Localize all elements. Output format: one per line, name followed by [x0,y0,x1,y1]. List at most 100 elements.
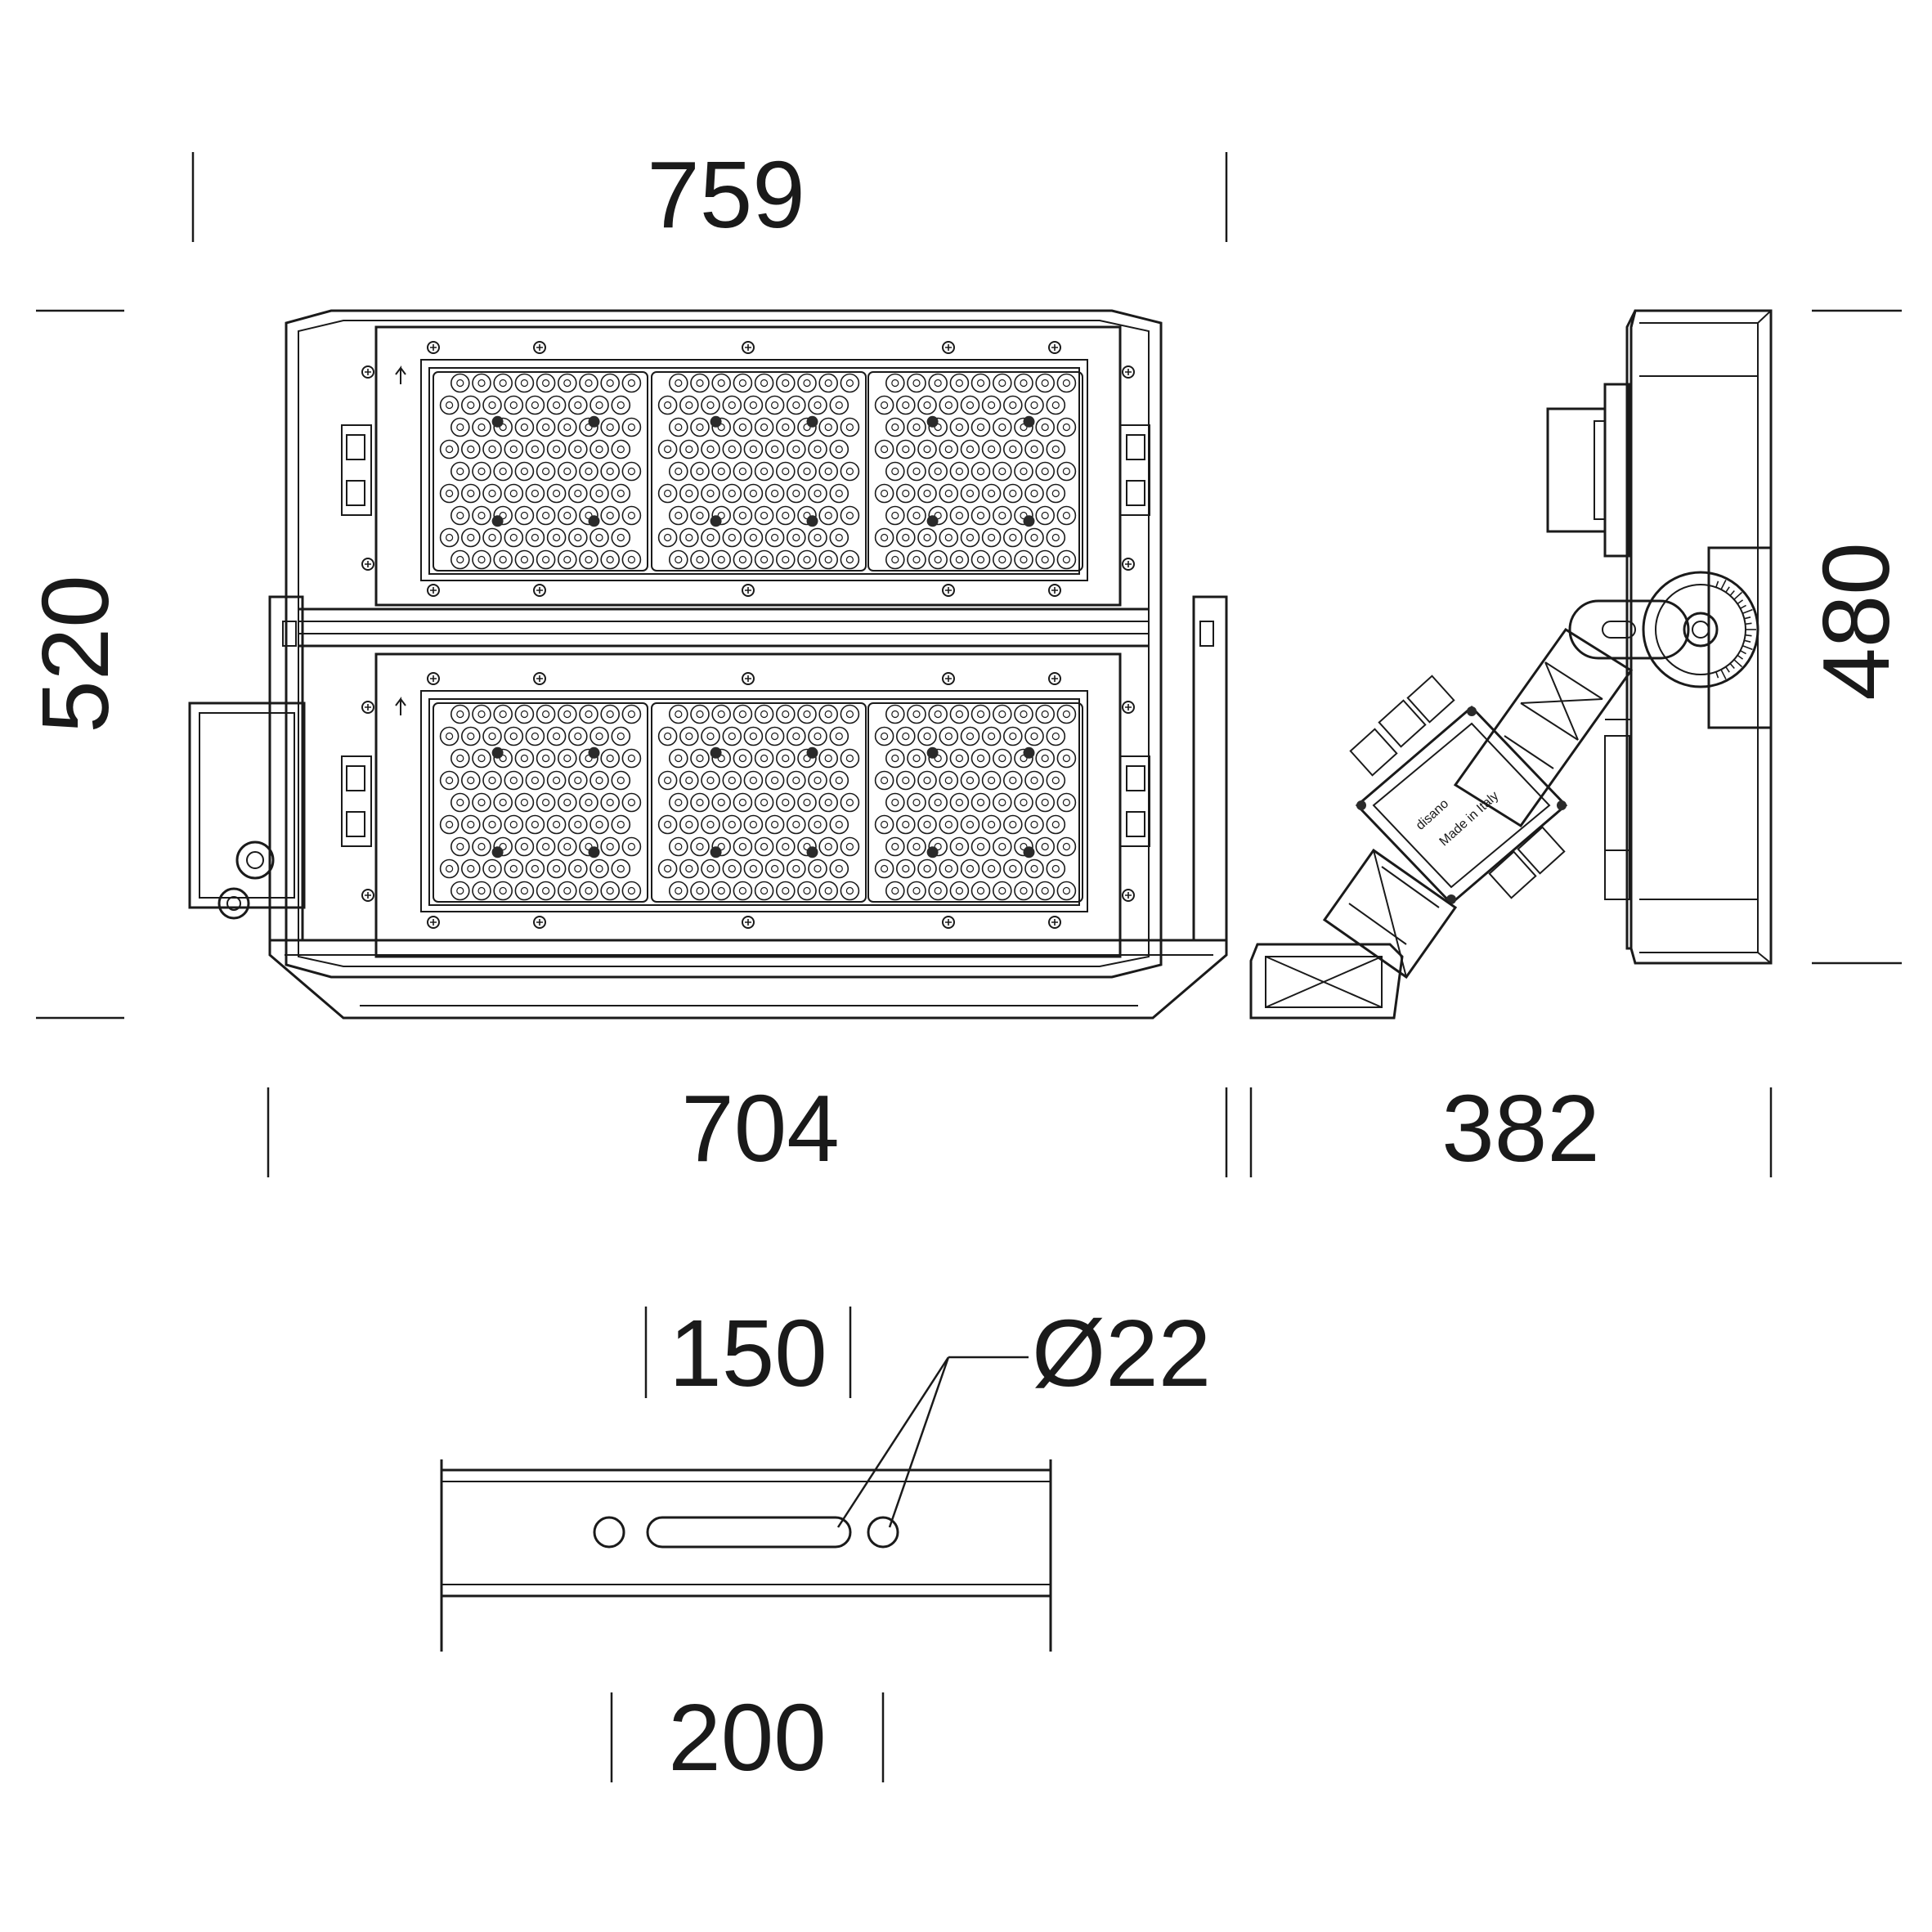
led-lens-core [891,511,899,520]
led-module [433,702,648,903]
frame-screw [361,701,374,714]
led-lens-core [574,489,582,498]
led-lens-core [880,401,889,410]
led-lens-core [477,423,486,432]
led-lens-core [585,379,593,388]
module-screw [710,746,722,759]
led-lens-core [663,533,672,542]
led-lens-core [675,379,683,388]
frame-screw [742,916,755,929]
led-lens-core [467,864,475,873]
led-panels [433,371,1083,903]
led-lens-core [477,555,486,564]
led-lens-core [912,555,921,564]
led-lens-core [998,511,1006,520]
led-lens-core [663,732,672,741]
led-lens-core [845,842,854,851]
led-lens-core [760,842,769,851]
frame-screw [361,365,374,379]
led-lens-core [792,732,800,741]
led-lens-core [1062,555,1071,564]
led-lens-core [880,445,889,454]
led-lens-core [1051,864,1060,873]
led-lens-core [531,445,540,454]
led-lens-core [955,798,964,807]
led-lens-core [923,445,931,454]
module-screw [588,846,600,858]
led-lens-core [728,732,736,741]
led-lens-core [563,423,572,432]
led-lens-core [706,489,715,498]
led-lens-core [944,820,953,829]
led-lens-core [509,776,518,785]
led-lens-core [606,467,614,476]
led-lens-core [987,401,996,410]
led-lens-core [782,842,790,851]
led-lens-core [845,798,854,807]
led-lens-core [760,511,769,520]
module-screw [1023,846,1035,858]
led-lens-core [717,379,725,388]
led-lens-core [749,732,758,741]
led-lens-core [749,401,758,410]
led-lens-core [663,445,672,454]
led-lens-core [998,710,1006,719]
led-lens-core [685,445,693,454]
led-lens-core [955,754,964,763]
led-lens-core [770,820,779,829]
led-lens-core [955,511,964,520]
led-lens-core [782,423,790,432]
led-lens-core [1051,533,1060,542]
led-lens-core [663,776,672,785]
led-lens-core [616,533,625,542]
led-lens-core [728,820,736,829]
led-lens-core [595,776,603,785]
led-lens-core [955,467,964,476]
bracket-view: 150 Ø22 200 [440,1300,1211,1791]
frame-screw [533,672,546,685]
led-lens-core [456,842,464,851]
dial-tick [1745,622,1752,625]
led-lens-core [520,798,529,807]
module-screw [1023,746,1035,759]
led-lens-core [902,533,910,542]
frame-screw [533,341,546,354]
led-lens-core [456,511,464,520]
frame-screw-slot [945,587,952,594]
frame-screw-slot [430,675,437,682]
led-lens-core [488,401,496,410]
led-lens-core [1020,379,1028,388]
led-lens-core [1051,820,1060,829]
led-lens-core [675,842,683,851]
led-lens-core [998,886,1006,895]
led-lens-core [445,401,454,410]
led-lens-core [792,533,800,542]
dimension-overall-height: 520 [22,309,128,1020]
led-lens-core [1030,445,1038,454]
led-lens-core [552,732,561,741]
led-lens-core [934,467,942,476]
led-lens-core [1051,732,1060,741]
frame-screw-slot [430,587,437,594]
module-screw [806,846,818,858]
led-lens-core [770,776,779,785]
led-lens-core [760,379,769,388]
frame-screw-slot [365,704,371,710]
side-clips-left [341,424,372,847]
led-lens-core [552,489,561,498]
led-lens-core [509,864,518,873]
led-lens-core [445,776,454,785]
led-lens-core [541,511,550,520]
led-lens-core [675,798,683,807]
led-lens-core [696,798,704,807]
led-lens-core [1030,776,1038,785]
frame-screw-slot [536,919,543,926]
led-lens-core [616,820,625,829]
frame-screw [942,916,955,929]
led-lens-core [835,533,843,542]
led-lens-core [891,467,899,476]
led-lens-core [706,732,715,741]
led-lens-core [552,533,561,542]
led-lens-core [467,445,475,454]
led-lens-core [966,489,975,498]
